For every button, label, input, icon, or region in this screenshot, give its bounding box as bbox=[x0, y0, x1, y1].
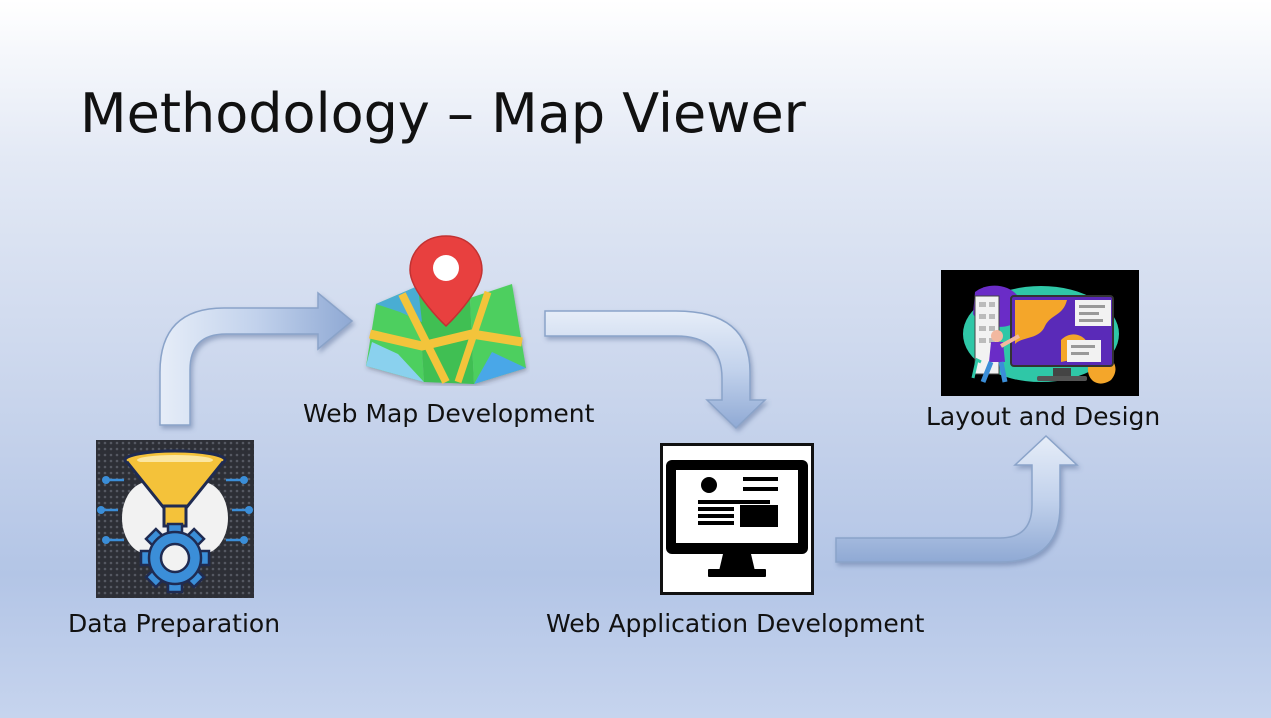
designer-illustration-icon bbox=[941, 270, 1139, 396]
arrow-webapp-to-layout bbox=[835, 434, 1079, 563]
step-label-web-map-development: Web Map Development bbox=[303, 399, 595, 428]
data-funnel-gear-icon bbox=[96, 440, 254, 598]
arrow-webmap-to-webapp bbox=[544, 310, 767, 430]
arrow-data-to-webmap bbox=[159, 291, 354, 426]
map-pin-icon bbox=[366, 235, 526, 384]
monitor-webpage-icon bbox=[660, 443, 814, 595]
step-label-data-preparation: Data Preparation bbox=[68, 609, 281, 638]
step-label-web-application-development: Web Application Development bbox=[546, 609, 925, 638]
step-label-layout-and-design: Layout and Design bbox=[926, 402, 1161, 431]
slide-title: Methodology – Map Viewer bbox=[80, 82, 806, 145]
